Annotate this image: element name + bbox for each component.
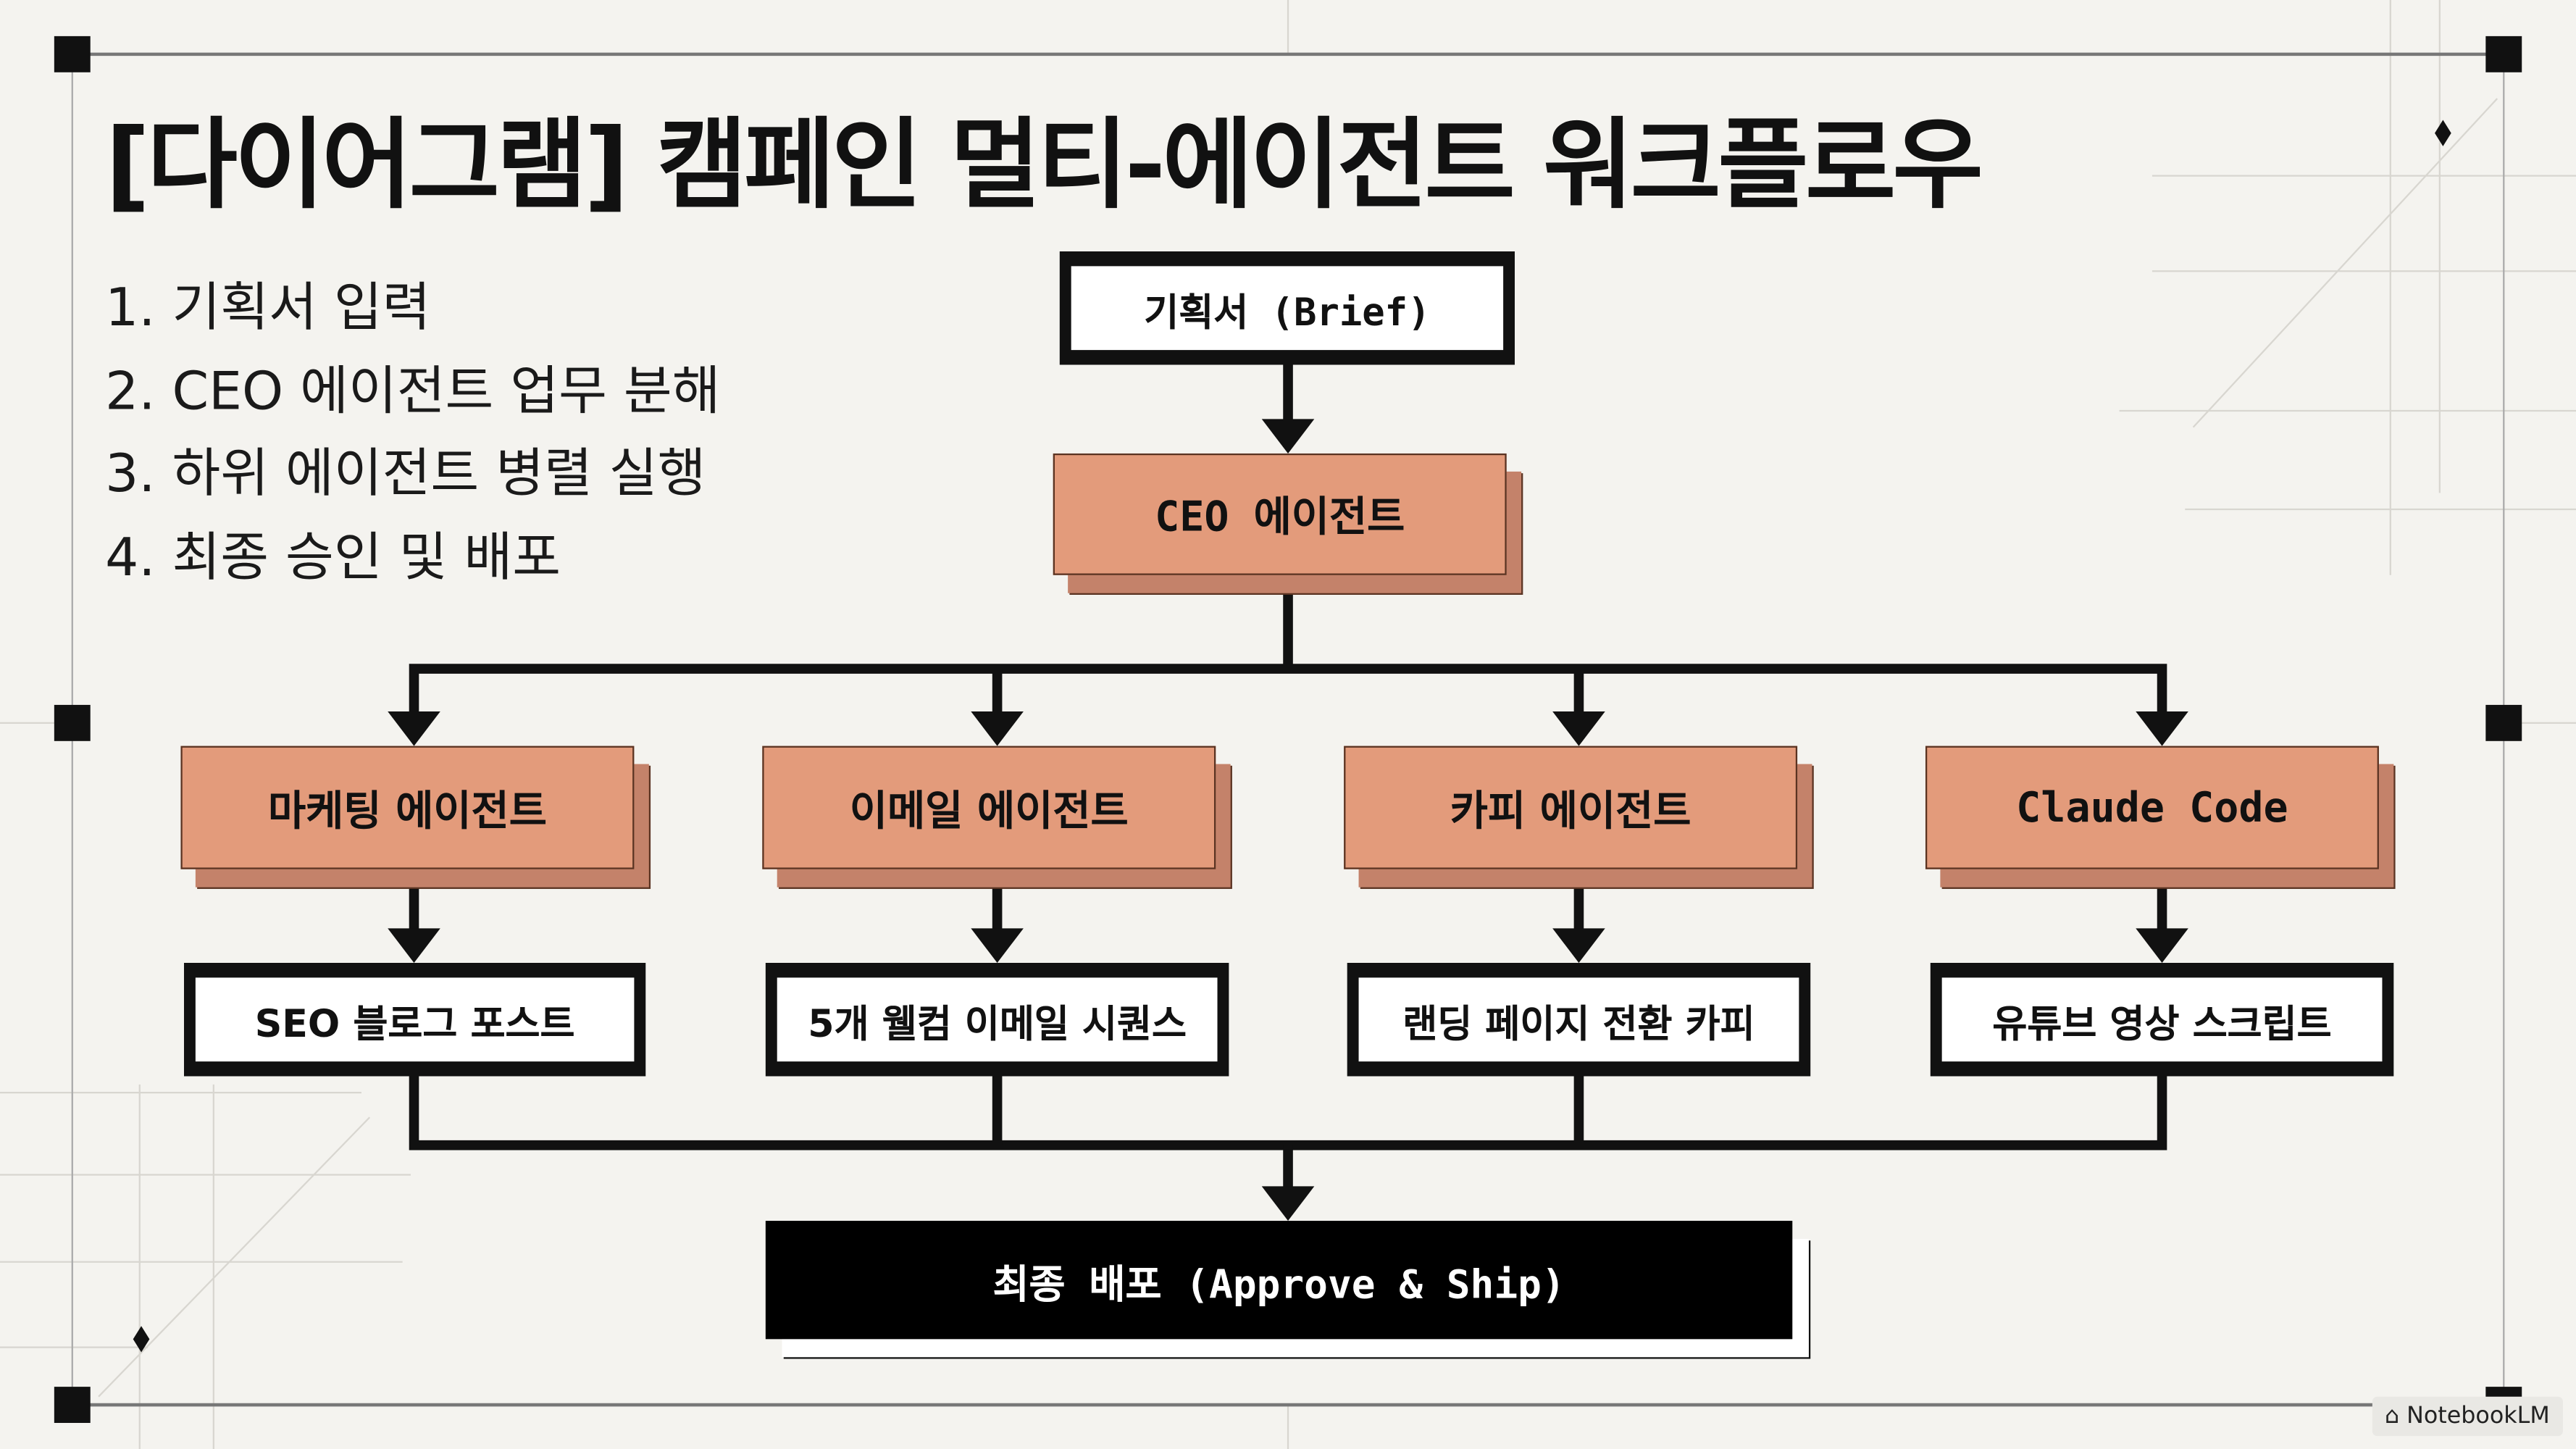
output-node-landing: 랜딩 페이지 전환 카피 bbox=[1347, 962, 1811, 1077]
step-item: 2. CEO 에이전트 업무 분해 bbox=[105, 359, 721, 422]
ceo-agent-node: CEO 에이전트 bbox=[1053, 453, 1507, 575]
output-node-seo: SEO 블로그 포스트 bbox=[184, 962, 646, 1077]
page-title: [다이어그램] 캠페인 멀티-에이전트 워크플로우 bbox=[105, 108, 1983, 224]
corner-handle bbox=[2485, 36, 2522, 72]
diamond-marker bbox=[133, 1326, 150, 1353]
diamond-marker bbox=[2435, 120, 2451, 146]
marketing-agent-node: 마케팅 에이전트 bbox=[180, 746, 635, 869]
claude-code-node: Claude Code bbox=[1925, 746, 2379, 869]
notebooklm-icon: ⌂ bbox=[2384, 1403, 2407, 1430]
copy-agent-node: 카피 에이전트 bbox=[1344, 746, 1798, 869]
arrowheads bbox=[388, 419, 2188, 1222]
output-node-email: 5개 웰컴 이메일 시퀀스 bbox=[765, 962, 1229, 1077]
steps-list: 1. 기획서 입력 2. CEO 에이전트 업무 분해 3. 하위 에이전트 병… bbox=[105, 266, 720, 598]
step-item: 3. 하위 에이전트 병렬 실행 bbox=[105, 442, 706, 505]
notebooklm-watermark: ⌂ NotebookLM bbox=[2371, 1396, 2563, 1437]
corner-handle bbox=[2485, 704, 2522, 741]
watermark-text: NotebookLM bbox=[2406, 1403, 2550, 1430]
output-node-youtube: 유튜브 영상 스크립트 bbox=[1930, 962, 2394, 1077]
email-agent-node: 이메일 에이전트 bbox=[762, 746, 1216, 869]
step-item: 1. 기획서 입력 bbox=[105, 276, 431, 339]
step-item: 4. 최종 승인 및 배포 bbox=[105, 525, 561, 588]
connector-lines bbox=[409, 364, 2167, 1192]
border-frame bbox=[72, 52, 2504, 1407]
brief-node: 기획서 (Brief) bbox=[1059, 251, 1515, 365]
corner-handle bbox=[54, 704, 91, 741]
corner-handle bbox=[54, 36, 91, 72]
corner-handle bbox=[54, 1387, 91, 1424]
final-deploy-node: 최종 배포 (Approve & Ship) bbox=[765, 1221, 1793, 1340]
